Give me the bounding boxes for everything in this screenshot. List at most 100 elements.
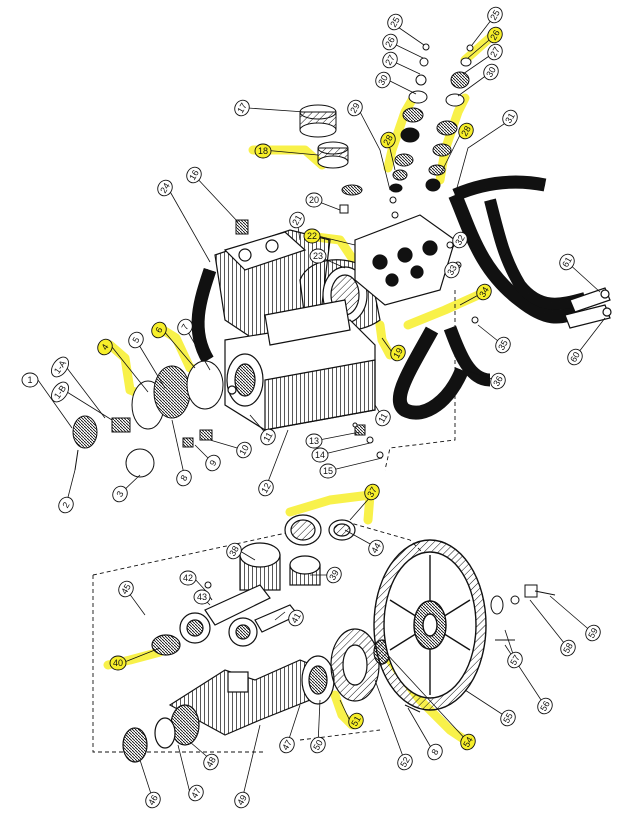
callout-bubble xyxy=(118,580,134,598)
callout-57: 57 xyxy=(507,651,523,669)
callout-label: 55 xyxy=(501,711,515,725)
callout-label: 1 xyxy=(27,375,32,385)
callout-bubble xyxy=(258,479,274,497)
callout-label: 25 xyxy=(388,15,402,29)
callout-32: 32 xyxy=(452,231,468,249)
callout-27: 27 xyxy=(487,43,503,61)
callout-bubble xyxy=(502,109,518,127)
callout-label: 57 xyxy=(508,653,522,667)
callout-24: 24 xyxy=(157,179,173,197)
callout-label: 13 xyxy=(309,436,319,446)
callout-bubble xyxy=(97,338,113,356)
callout-label: 28 xyxy=(459,124,473,138)
callout-bubble xyxy=(487,43,503,61)
callout-40: 40 xyxy=(109,655,127,671)
callout-19: 19 xyxy=(390,344,406,362)
callout-43: 43 xyxy=(193,589,211,605)
callout-label: 8 xyxy=(178,473,189,482)
crankcase xyxy=(224,299,376,431)
callout-17: 17 xyxy=(234,99,250,117)
callout-label: 4 xyxy=(99,342,110,351)
callout-label: 27 xyxy=(383,53,397,67)
callout-52: 52 xyxy=(397,753,413,771)
callout-label: 24 xyxy=(158,181,172,195)
callout-label: 58 xyxy=(561,641,575,655)
callout-bubble xyxy=(179,570,197,586)
callout-bubble xyxy=(234,791,250,809)
connecting-rods-41 xyxy=(151,584,299,656)
callout-bubble xyxy=(375,71,391,89)
callout-1: 1 xyxy=(21,372,39,388)
callout-label: 21 xyxy=(290,213,304,227)
callout-1-B: 1-B xyxy=(51,381,69,403)
callout-10: 10 xyxy=(236,441,252,459)
callout-8: 8 xyxy=(427,743,443,761)
flywheel-55 xyxy=(373,539,487,711)
callout-bubble xyxy=(236,441,252,459)
callout-bubble xyxy=(585,624,601,642)
callout-label: 35 xyxy=(496,338,510,352)
callout-bubble xyxy=(347,99,363,117)
callout-bubble xyxy=(205,454,221,472)
callout-label: 17 xyxy=(235,101,249,115)
callout-42: 42 xyxy=(179,570,197,586)
callout-bubble xyxy=(387,13,403,31)
callout-23: 23 xyxy=(309,248,327,264)
callout-bubble xyxy=(559,253,575,271)
callout-bubble xyxy=(145,791,161,809)
callout-3: 3 xyxy=(112,485,128,503)
callout-25: 25 xyxy=(387,13,403,31)
callout-bubble xyxy=(177,318,193,336)
callout-bubble xyxy=(203,753,219,771)
callout-label: 34 xyxy=(477,285,491,299)
callout-1-A: 1-A xyxy=(51,356,69,378)
callout-label: 29 xyxy=(348,101,362,115)
callout-label: 56 xyxy=(538,699,552,713)
callout-11: 11 xyxy=(375,409,391,427)
callout-bubble xyxy=(507,651,523,669)
callout-label: 36 xyxy=(491,374,505,388)
callout-54: 54 xyxy=(460,733,476,751)
callout-bubble xyxy=(186,166,202,184)
callout-label: 30 xyxy=(376,73,390,87)
callout-45: 45 xyxy=(118,580,134,598)
callout-label: 25 xyxy=(488,8,502,22)
callout-bubble xyxy=(305,433,323,449)
callout-46: 46 xyxy=(145,791,161,809)
callout-26: 26 xyxy=(382,33,398,51)
callout-bubble xyxy=(382,33,398,51)
callout-label: 9 xyxy=(207,458,218,467)
callout-25: 25 xyxy=(487,6,503,24)
callout-14: 14 xyxy=(311,447,329,463)
callout-26: 26 xyxy=(487,26,503,44)
valve-stack-right xyxy=(425,44,474,192)
callout-18: 18 xyxy=(254,143,272,159)
callout-bubble xyxy=(51,381,69,403)
callout-bubble xyxy=(311,447,329,463)
callout-label: 42 xyxy=(183,573,193,583)
callout-label: 47 xyxy=(189,786,203,800)
callout-label: 49 xyxy=(235,793,249,807)
callout-label: 26 xyxy=(383,35,397,49)
callout-bubble xyxy=(483,63,499,81)
callout-bubble xyxy=(21,372,39,388)
callout-label: 5 xyxy=(130,335,141,344)
callout-label: 59 xyxy=(586,626,600,640)
callout-7: 7 xyxy=(177,318,193,336)
callout-28: 28 xyxy=(458,122,474,140)
callout-bubble xyxy=(188,784,204,802)
callout-27: 27 xyxy=(382,51,398,69)
callout-label: 8 xyxy=(429,747,440,756)
callout-bubble xyxy=(260,428,276,446)
callout-59: 59 xyxy=(585,624,601,642)
callout-bubble xyxy=(128,331,144,349)
callout-bubble xyxy=(427,743,443,761)
callout-label: 46 xyxy=(146,793,160,807)
callout-60: 60 xyxy=(567,348,583,366)
callout-label: 37 xyxy=(365,485,379,499)
callout-bubble xyxy=(176,469,192,487)
callout-label: 45 xyxy=(119,582,133,596)
callout-11: 11 xyxy=(260,428,276,446)
